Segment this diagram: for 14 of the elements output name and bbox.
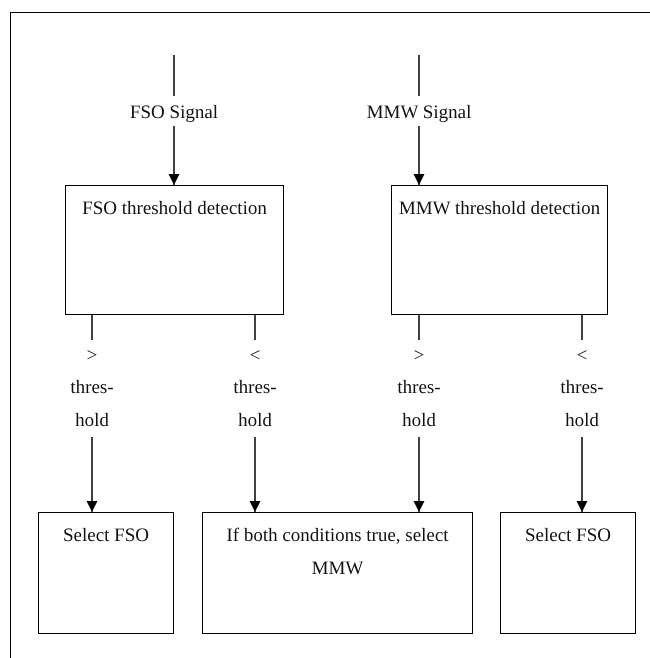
process-box — [65, 185, 284, 315]
box-text: Select FSO — [524, 524, 612, 548]
arrow — [414, 126, 424, 185]
process-box — [500, 512, 636, 634]
signal-label: FSO Signal — [128, 101, 220, 125]
box-text: FSO threshold detection — [81, 197, 268, 221]
process-box — [391, 185, 608, 315]
box-text: If both conditions true, select MMW — [225, 524, 450, 582]
arrow — [168, 126, 180, 185]
box-text: Select FSO — [62, 524, 150, 548]
process-box — [202, 512, 473, 634]
process-box — [38, 512, 174, 634]
signal-label: MMW Signal — [366, 101, 472, 125]
box-text: MMW threshold detection — [398, 197, 602, 221]
